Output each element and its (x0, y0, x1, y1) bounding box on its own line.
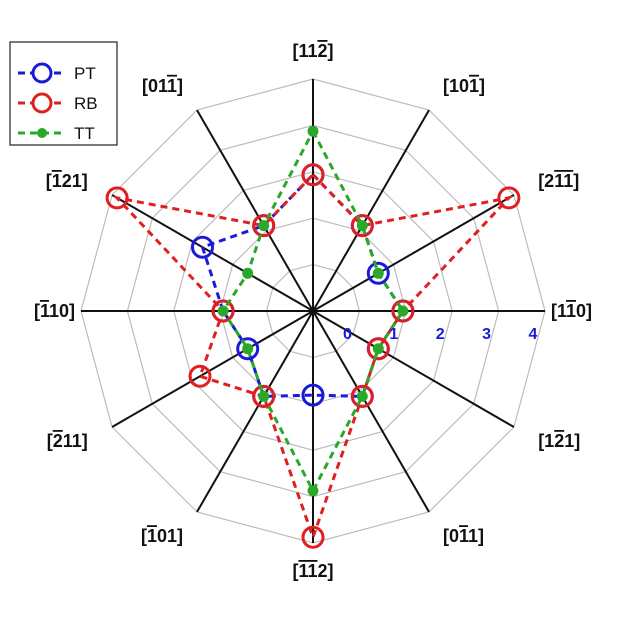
direction-label: [211] (538, 171, 579, 191)
data-point (242, 343, 254, 355)
data-point (188, 364, 212, 388)
data-point (105, 186, 129, 210)
radial-tick-label: 1 (389, 326, 398, 343)
direction-label: [211] (47, 431, 88, 451)
direction-label: [011] (443, 526, 484, 546)
legend-box (9, 41, 118, 146)
legend-marker (31, 92, 53, 114)
data-point (217, 305, 229, 317)
legend-label: RB (74, 94, 98, 113)
legend-entry-pt: PT (18, 62, 96, 84)
legend-entry-tt: TT (18, 124, 95, 143)
direction-labels: [112] [101] [211] [110] [121] [011] [112] [101]… (34, 41, 592, 581)
data-point (391, 299, 415, 323)
data-point (372, 343, 384, 355)
series-line (112, 172, 514, 542)
data-point (366, 337, 390, 361)
legend-marker (37, 128, 47, 138)
radial-tick-label: 3 (482, 326, 491, 343)
data-point (301, 383, 325, 407)
legend-label: PT (74, 64, 96, 83)
data-point (236, 337, 260, 361)
spoke-line (312, 310, 515, 428)
direction-label: [121] (538, 431, 580, 451)
spoke-line (111, 310, 314, 428)
direction-label: [110] (551, 301, 592, 321)
direction-label: [121] (46, 171, 88, 191)
series-tt (217, 125, 409, 497)
spoke-line (312, 194, 515, 312)
data-point (350, 214, 374, 238)
data-point (397, 305, 409, 317)
direction-label: [110] (34, 301, 75, 321)
direction-label: [101] (443, 76, 485, 96)
spoke-line (111, 194, 314, 312)
series-rb (105, 163, 521, 549)
legend-entry-rb: RB (18, 92, 98, 114)
data-point (242, 267, 254, 279)
direction-label: [011] (142, 76, 183, 96)
data-point (252, 214, 276, 238)
series-layer (105, 125, 521, 549)
data-point (307, 485, 319, 497)
data-point (252, 384, 276, 408)
data-point (191, 235, 214, 259)
data-point (307, 125, 319, 137)
data-point (350, 384, 374, 408)
legend: PT RB TT (9, 41, 118, 146)
data-point (366, 261, 390, 285)
spoke-line (312, 109, 430, 312)
direction-label: [101] (141, 526, 183, 546)
data-point (497, 186, 521, 210)
data-point (211, 299, 235, 323)
legend-marker (31, 62, 53, 84)
direction-label: [112] (292, 561, 333, 581)
data-point (356, 390, 368, 402)
spoke-line (312, 310, 430, 513)
direction-label: [112] (292, 41, 333, 61)
data-point (258, 220, 270, 232)
data-point (258, 390, 270, 402)
radial-tick-label: 4 (529, 326, 538, 343)
data-point (356, 220, 368, 232)
data-point (301, 163, 325, 187)
radial-tick-label: 2 (436, 326, 445, 343)
spoke-line (196, 109, 314, 312)
spoke-line (196, 310, 314, 513)
radar-spokes (81, 79, 545, 543)
data-point (372, 267, 384, 279)
radial-tick-labels: 0 1 2 3 4 (343, 326, 538, 343)
legend-label: TT (74, 124, 95, 143)
radial-tick-label: 0 (343, 326, 352, 343)
data-point (301, 525, 325, 549)
